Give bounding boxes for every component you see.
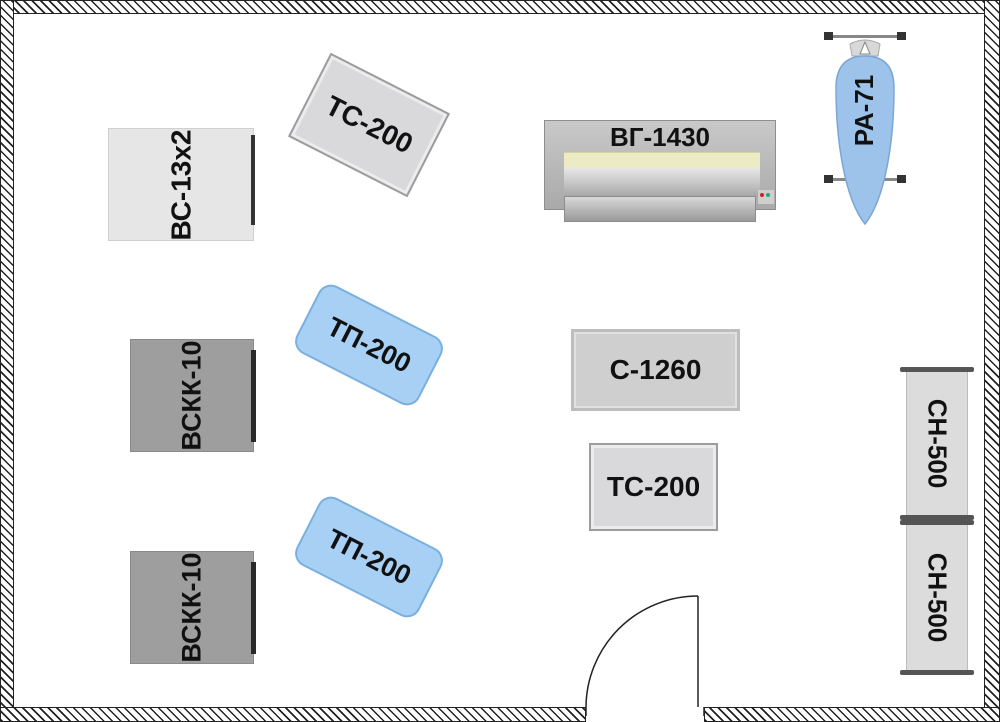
washer-door-handle [251,135,255,225]
control-panel [758,190,774,204]
ra71-label: РА-71 [849,74,880,146]
washer-vssk10-bottom: ВСКК-10 [130,551,256,664]
vssk10-bottom-label: ВСКК-10 [176,552,207,663]
rack-bar [900,520,974,525]
tp200-bottom-label: ТП-200 [322,522,417,591]
ironer-chute [564,168,760,196]
vs13x2-label: ВС-13х2 [165,129,196,240]
ra71-label-box: РА-71 [822,74,908,145]
ironer-tray [564,196,756,222]
ironer-roller [564,152,760,169]
control-button [760,193,764,197]
sn500-top-label: СН-500 [922,398,953,489]
rack-body: СН-500 [906,525,968,670]
washer-vs13x2: ВС-13х2 [108,128,255,241]
washer-vssk10-top: ВСКК-10 [130,339,256,452]
dryer-ts200-center: ТС-200 [589,443,718,531]
ironing-board-ra71 [824,32,906,226]
rack-sn500-top: СН-500 [900,367,974,520]
rack-bar [900,367,974,372]
washer-door-handle [251,350,256,442]
vssk10-top-label: ВСКК-10 [176,340,207,451]
tp200-top-label: ТП-200 [322,310,417,379]
sn500-bottom-label: СН-500 [922,552,953,643]
washer-door-handle [251,562,256,654]
ts200-top-label: ТС-200 [320,89,418,160]
table-c1260: С-1260 [571,329,740,411]
ts200-center-label: ТС-200 [606,471,701,502]
rack-sn500-bottom: СН-500 [900,520,974,675]
ironer-vg1430: ВГ-1430 [544,120,776,223]
rack-bar [900,670,974,675]
rack-bar [900,515,974,520]
rack-body: СН-500 [906,372,968,515]
c1260-label: С-1260 [609,354,702,385]
control-button [766,193,770,197]
vg1430-label: ВГ-1430 [609,122,710,152]
